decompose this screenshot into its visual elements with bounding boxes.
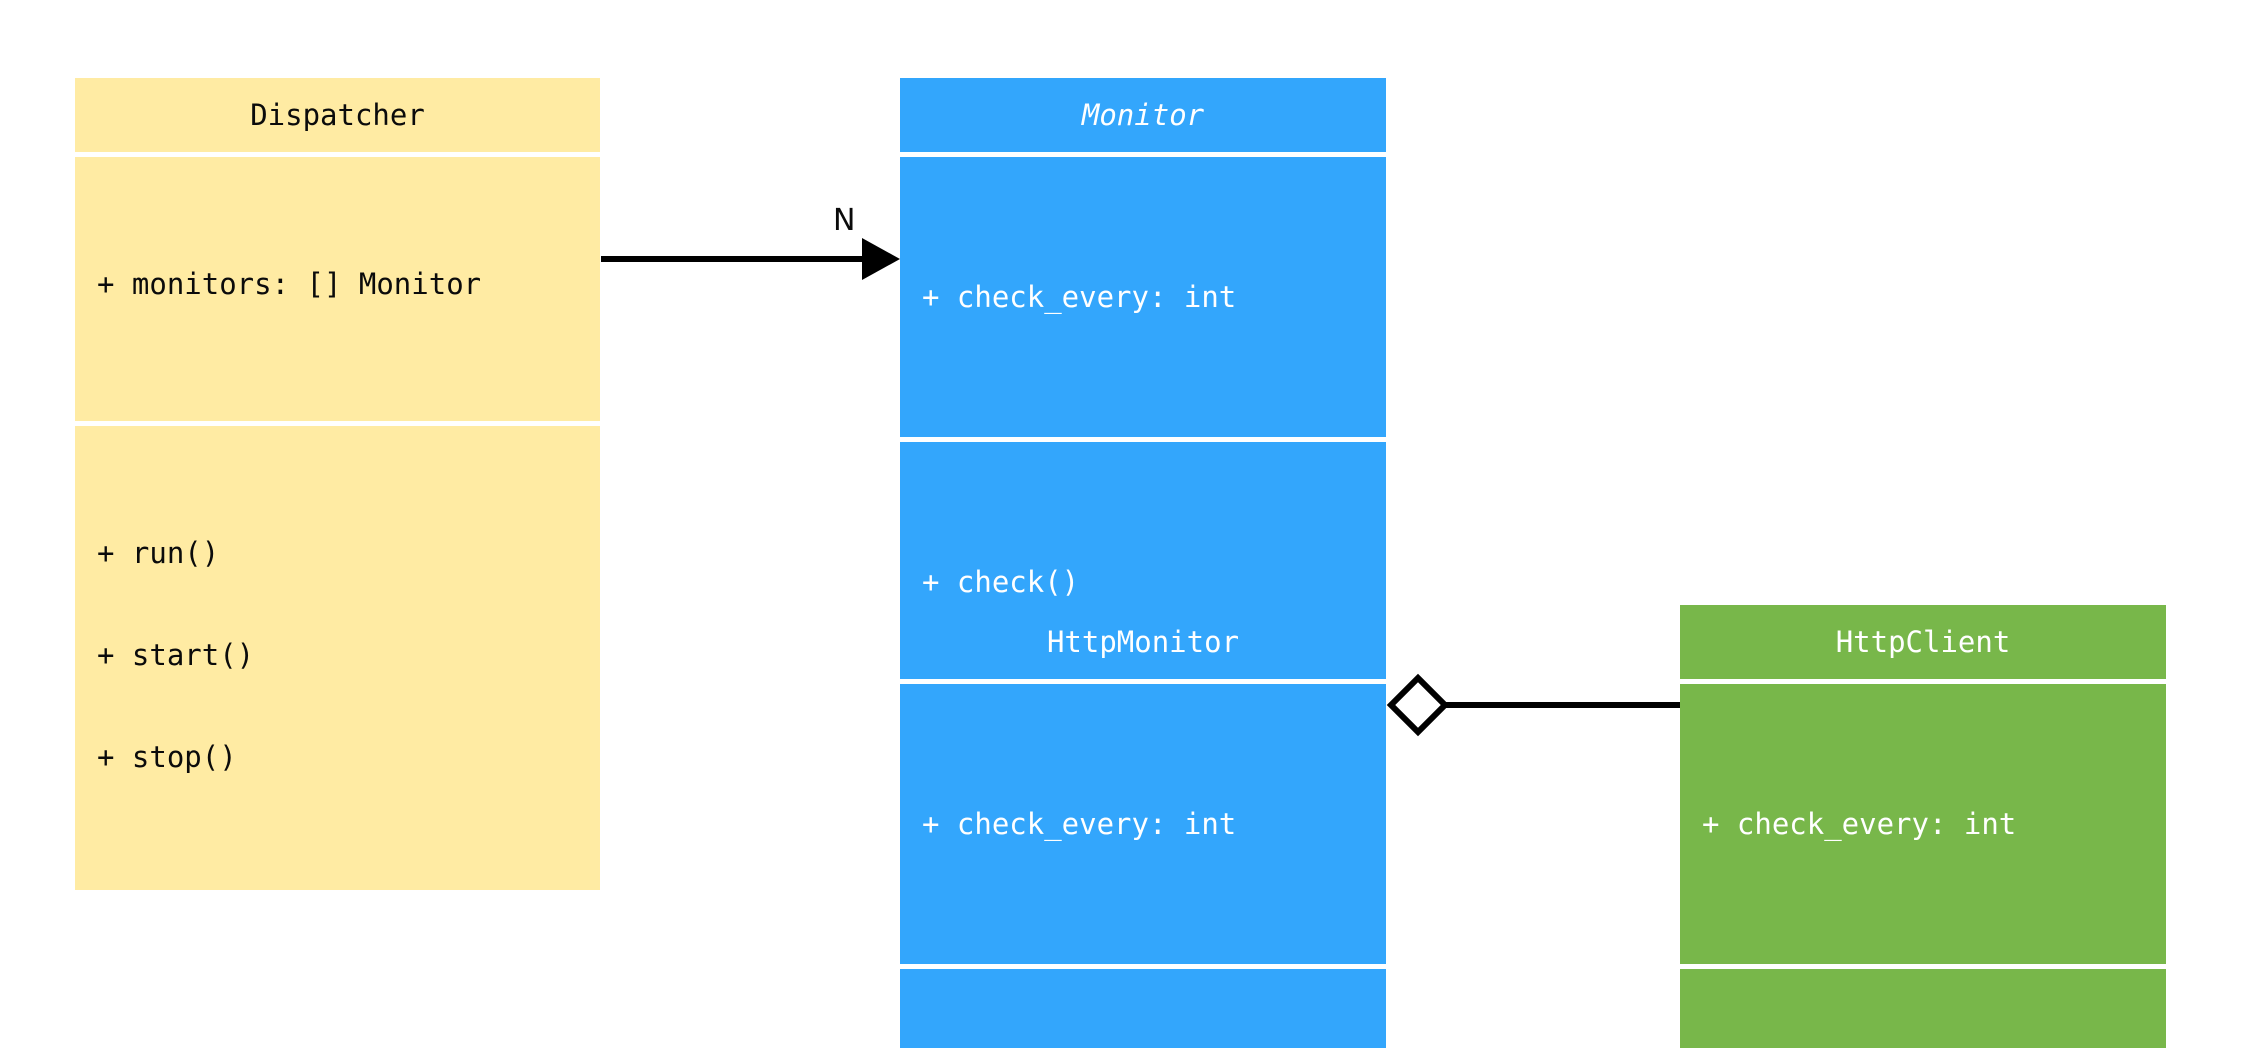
class-attributes-monitor: + check_every: int <box>900 152 1386 437</box>
class-title-httpmonitor: HttpMonitor <box>1046 625 1240 659</box>
class-attributes-dispatcher: + monitors: [] Monitor <box>75 152 600 421</box>
class-methods-monitor: + check() <box>900 437 1386 722</box>
class-box-dispatcher[interactable]: Dispatcher + monitors: [] Monitor + run(… <box>75 78 600 890</box>
class-attributes-httpclient: + check_every: int <box>1680 679 2166 964</box>
attribute-item: + check_every: int <box>922 280 1237 314</box>
class-methods-httpclient: + check() <box>1680 964 2166 1048</box>
method-item: + check() <box>922 565 1080 599</box>
attribute-item: + check_every: int <box>922 807 1237 841</box>
method-item: + start() <box>97 638 255 672</box>
class-attributes-httpmonitor: + check_every: int <box>900 679 1386 964</box>
attribute-item: + monitors: [] Monitor <box>97 267 482 301</box>
method-item: + stop() <box>97 740 237 774</box>
class-methods-dispatcher: + run() + start() + stop() <box>75 421 600 890</box>
class-box-httpclient[interactable]: HttpClient + check_every: int + check() <box>1680 605 2166 1048</box>
edge-dispatcher-monitor[interactable] <box>601 238 900 280</box>
class-title-httpclient: HttpClient <box>1835 625 2011 659</box>
class-title-dispatcher: Dispatcher <box>250 98 425 132</box>
class-box-httpmonitor[interactable]: HttpMonitor + check_every: int + check() <box>900 605 1386 1048</box>
edge-httpmonitor-httpclient[interactable] <box>1386 673 1680 737</box>
edge-label-multiplicity-n: N <box>833 203 856 238</box>
attribute-item: + check_every: int <box>1702 807 2017 841</box>
method-item: + run() <box>97 536 220 570</box>
class-title-monitor: Monitor <box>1081 98 1205 132</box>
class-methods-httpmonitor: + check() <box>900 964 1386 1048</box>
